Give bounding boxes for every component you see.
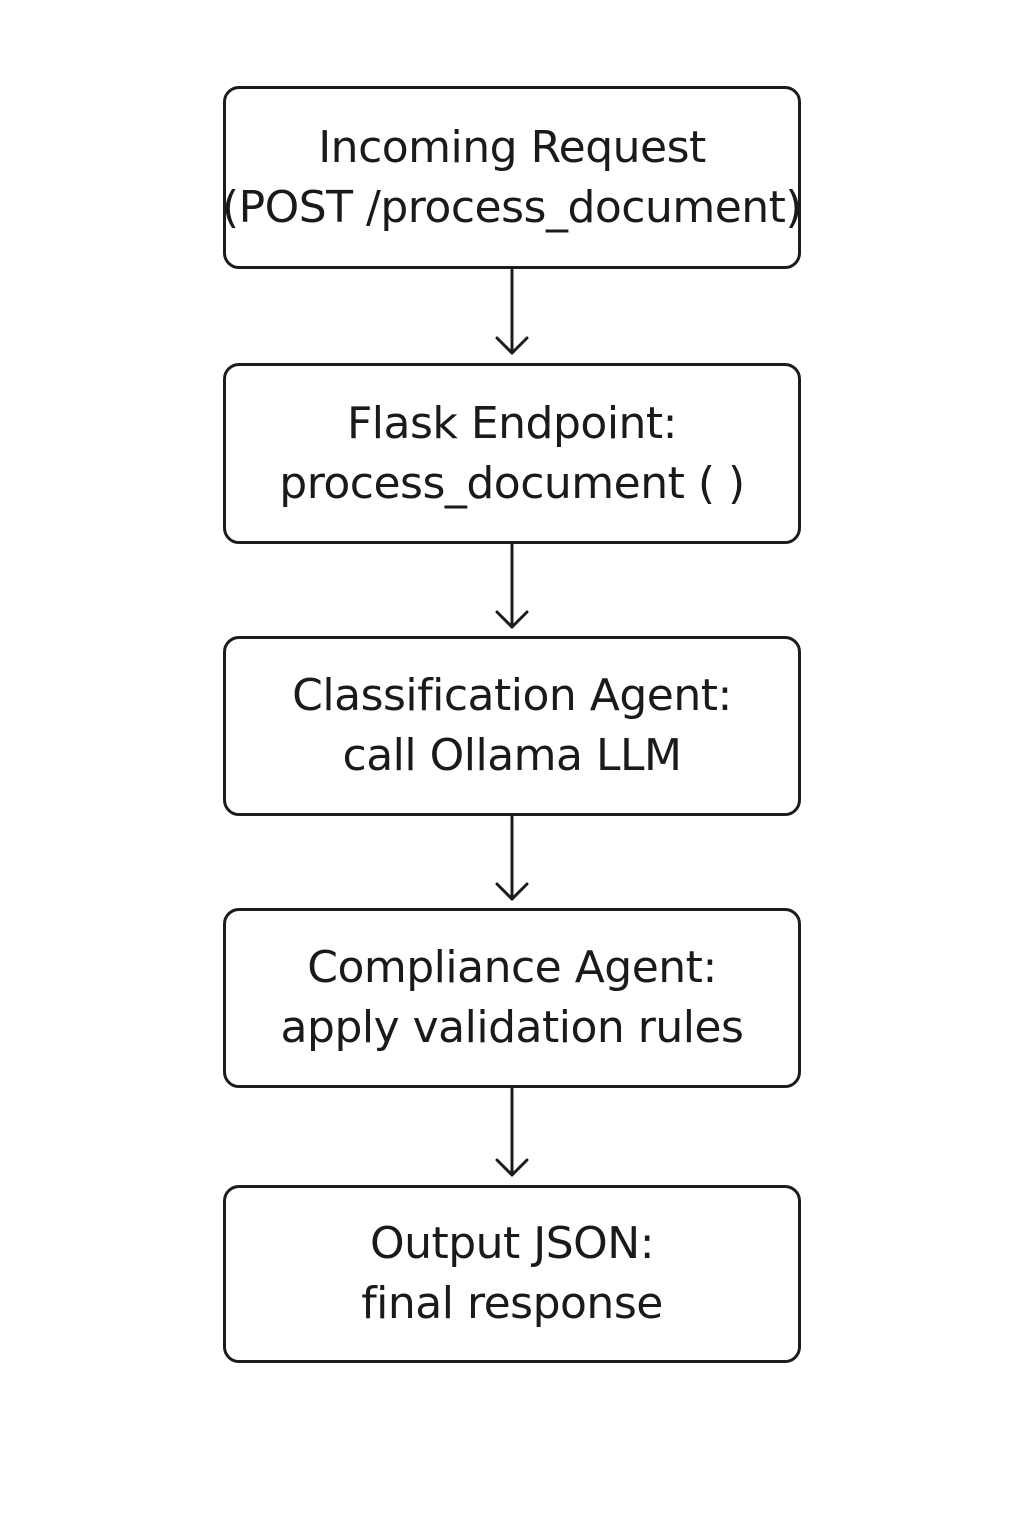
node-detail: (POST /process_document)	[221, 181, 803, 233]
node-title: Compliance Agent:	[307, 942, 717, 993]
compliance-agent-node: Compliance Agent: apply validation rules	[223, 908, 801, 1088]
output-json-node: Output JSON: final response	[223, 1185, 801, 1363]
classification-agent-node: Classification Agent: call Ollama LLM	[223, 636, 801, 816]
arrow-4	[495, 1087, 529, 1177]
node-detail: final response	[361, 1278, 663, 1329]
node-title: Classification Agent:	[292, 670, 732, 721]
arrow-2	[495, 543, 529, 629]
node-detail: apply validation rules	[280, 1002, 744, 1053]
node-detail: call Ollama LLM	[342, 730, 682, 781]
arrow-3	[495, 815, 529, 901]
node-title: Incoming Request	[318, 121, 706, 173]
node-detail: process_document ( )	[279, 457, 745, 509]
node-title: Output JSON:	[369, 1218, 655, 1269]
incoming-request-node: Incoming Request (POST /process_document…	[221, 86, 803, 269]
node-title: Flask Endpoint:	[346, 397, 678, 449]
flask-endpoint-node: Flask Endpoint: process_document ( )	[223, 363, 801, 544]
arrow-1	[495, 268, 529, 355]
